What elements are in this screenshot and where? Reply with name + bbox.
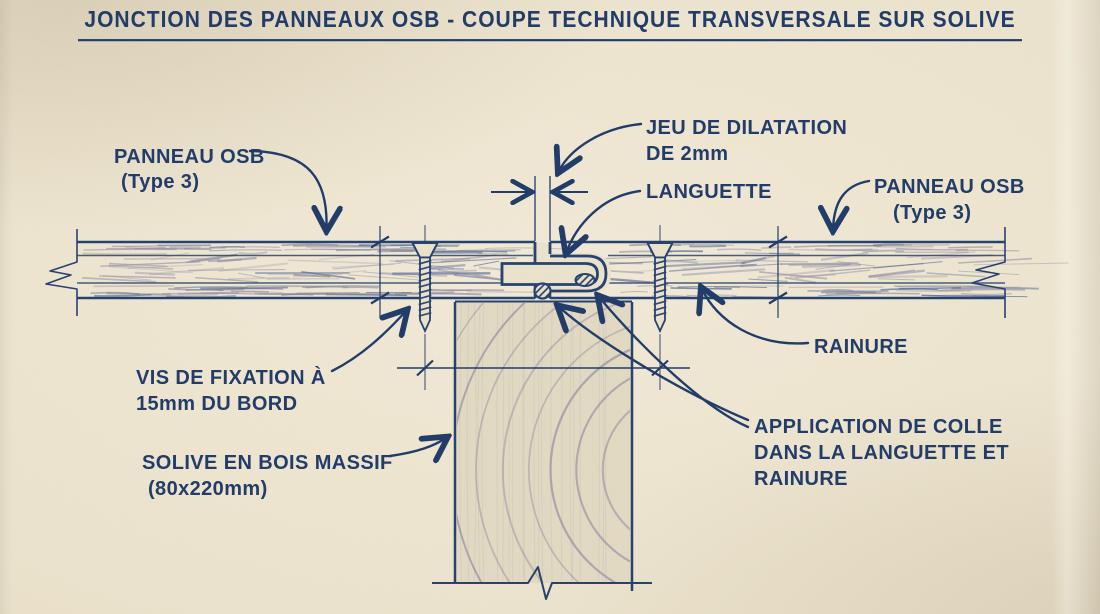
paper-background: JONCTION DES PANNEAUX OSB - COUPE TECHNI… [0,0,1100,614]
paper-grain [0,0,1100,614]
technical-drawing: PANNEAU OSB (Type 3) JEU DE DILATATION D… [0,0,1100,614]
